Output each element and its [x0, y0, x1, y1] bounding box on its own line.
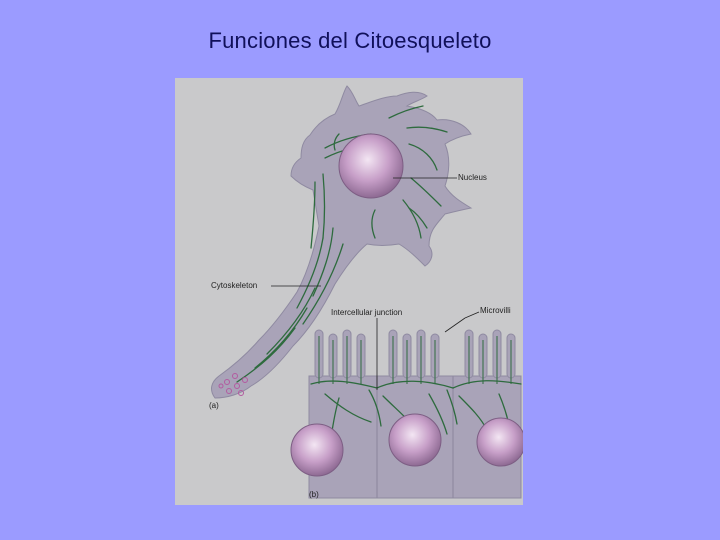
label-nucleus: Nucleus	[458, 173, 487, 182]
vesicles	[218, 373, 248, 396]
nucleus-b1	[290, 423, 344, 477]
cell-b	[290, 311, 523, 499]
slide-title: Funciones del Citoesqueleto	[208, 28, 492, 53]
nucleus-b2	[388, 413, 442, 467]
label-microvilli: Microvilli	[480, 306, 511, 315]
cell-a-body	[211, 85, 473, 399]
label-panel-a: (a)	[209, 401, 219, 410]
cytoskeleton-figure: Nucleus Cytoskeleton Intercellular junct…	[175, 78, 523, 505]
nucleus-b3	[476, 417, 523, 467]
cell-a	[211, 85, 473, 399]
label-intercellular-junction: Intercellular junction	[331, 308, 403, 317]
label-cytoskeleton: Cytoskeleton	[211, 281, 258, 290]
microvilli-cores	[318, 336, 512, 384]
label-panel-b: (b)	[309, 490, 319, 499]
cytoskeleton-illustration	[211, 85, 523, 499]
microvilli	[314, 329, 516, 379]
nucleus-a	[338, 133, 404, 199]
cell-borders	[376, 376, 454, 498]
